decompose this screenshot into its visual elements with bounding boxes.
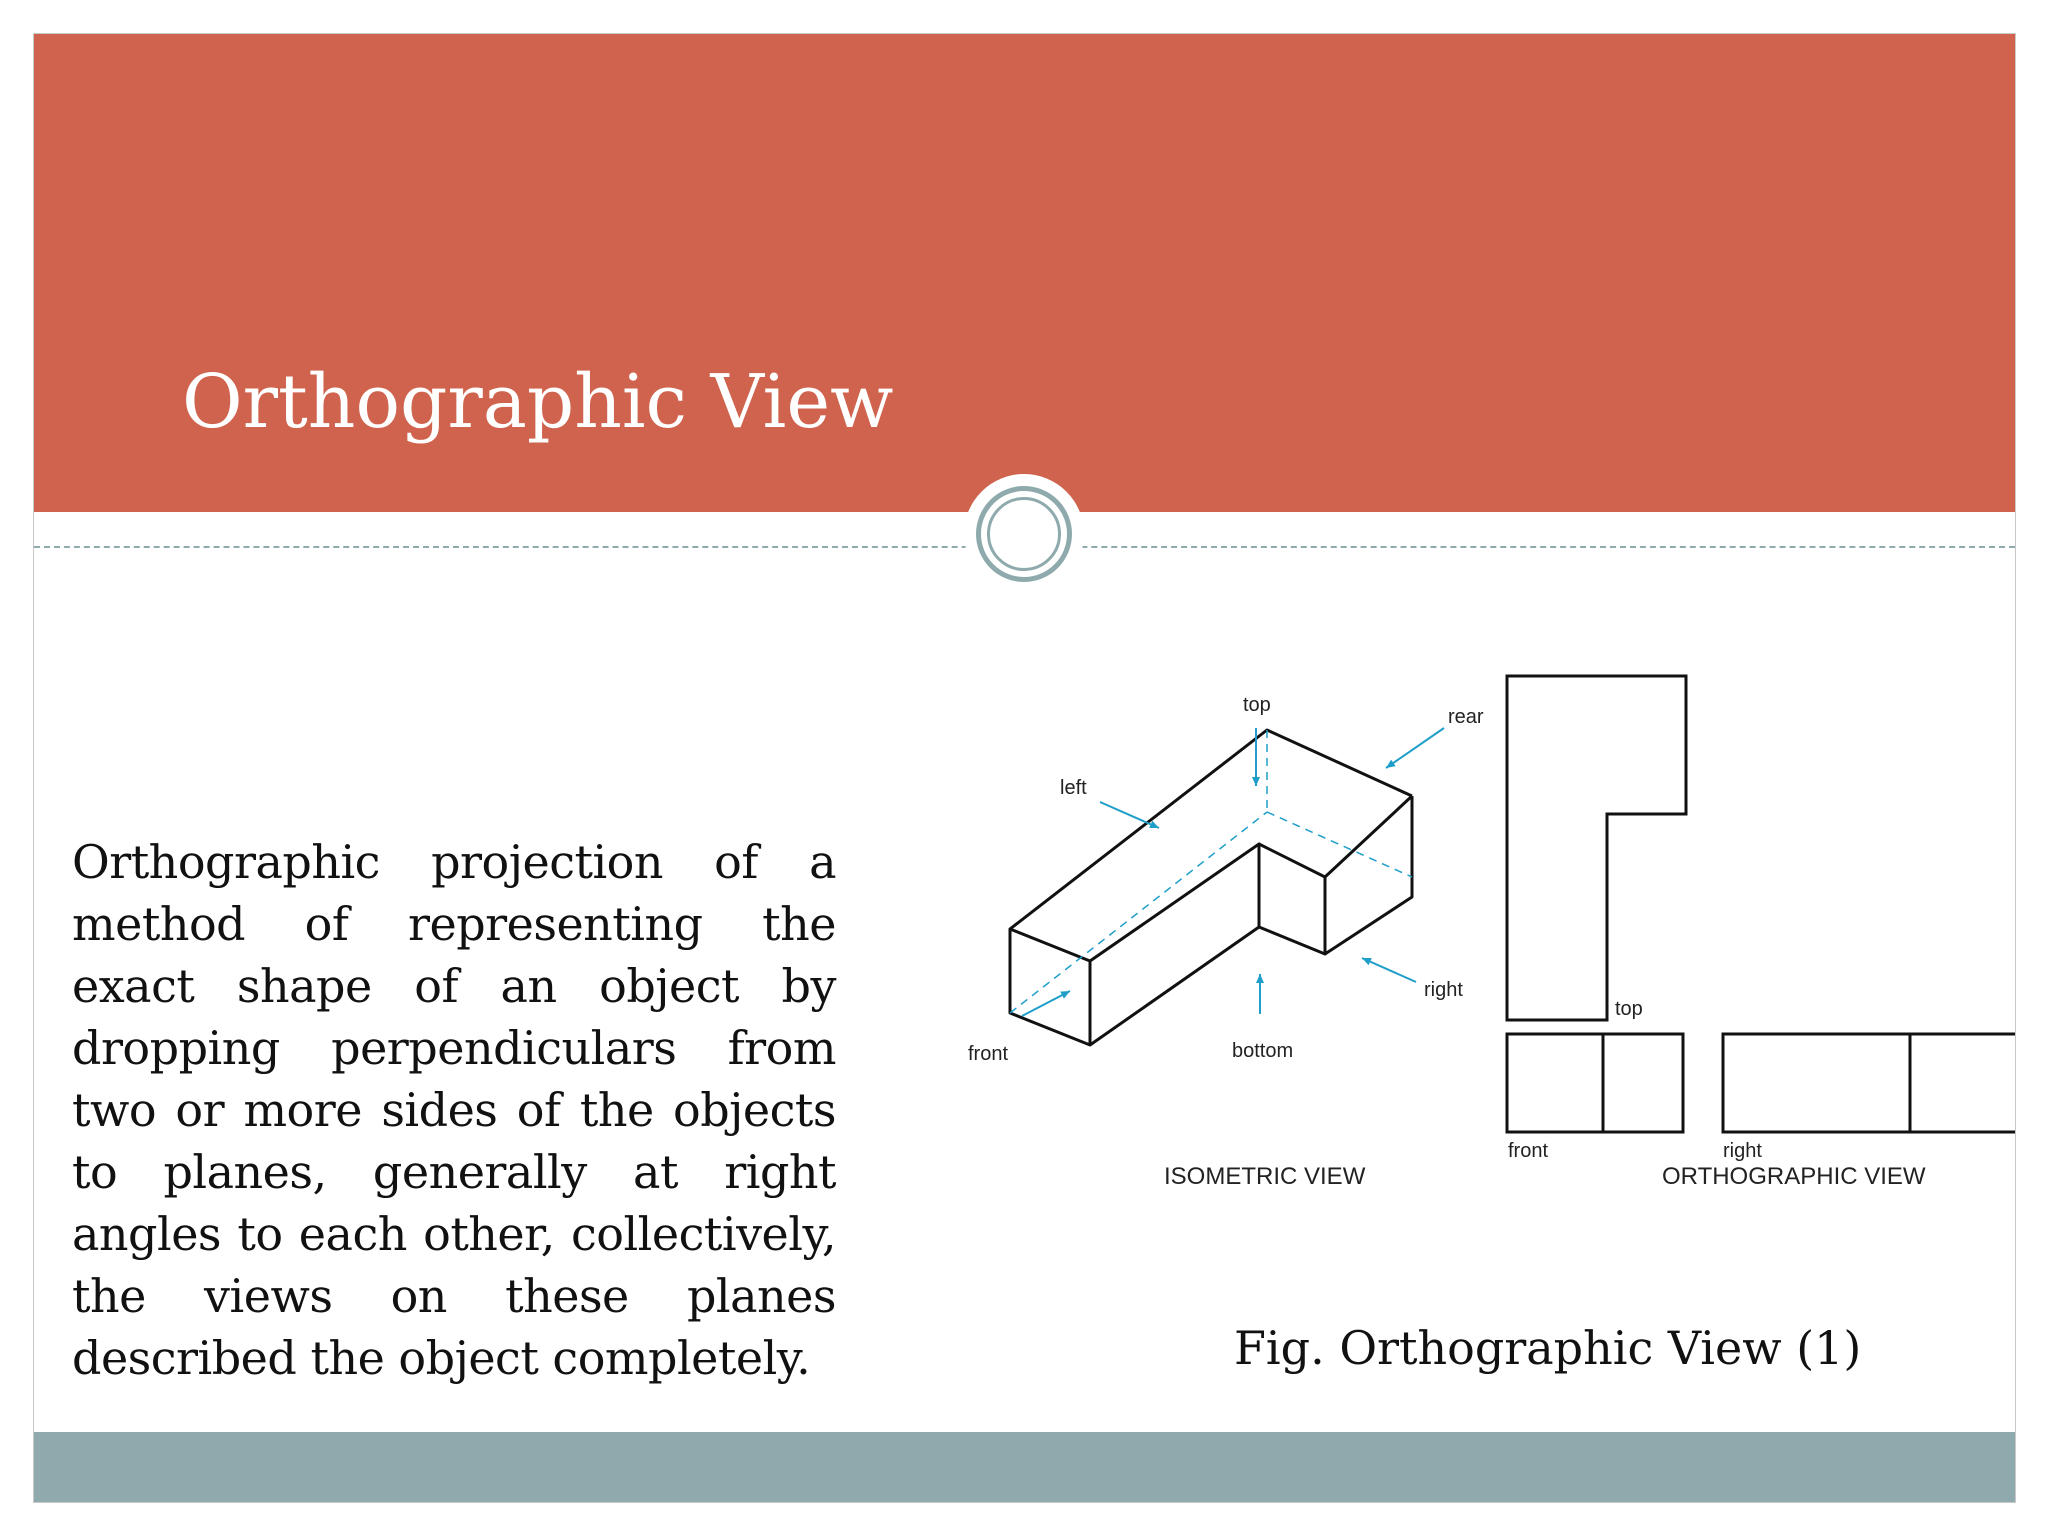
arrow-left (1099, 801, 1160, 829)
label-rear: rear (1448, 706, 1484, 728)
iso-front-face (1008, 927, 1092, 1047)
slide: Orthographic View Orthographic projectio… (33, 33, 2016, 1503)
iso-arrows (1021, 727, 1445, 1017)
arrow-rear (1385, 727, 1445, 769)
footer-band (34, 1432, 2015, 1502)
ortho-front-view (1505, 1032, 1685, 1134)
slide-title: Orthographic View (182, 359, 894, 445)
hidden-line-1 (1009, 811, 1268, 1014)
ortho-label-top: top (1615, 998, 1643, 1020)
arrow-right (1361, 957, 1417, 983)
iso-right-face (1324, 796, 1414, 956)
iso-top-edge (1009, 728, 1413, 931)
label-left: left (1060, 777, 1087, 799)
iso-long-side (1089, 842, 1261, 1047)
hidden-line-2 (1266, 811, 1413, 878)
arrow-front (1021, 990, 1071, 1017)
iso-hidden-lines (1009, 730, 1413, 1014)
iso-step-face (1258, 877, 1327, 956)
ortho-top-view (1505, 674, 1688, 1022)
isometric-view-heading: ISOMETRIC VIEW (1164, 1163, 1366, 1190)
orthographic-figure: top rear left right front bottom ISOMETR… (934, 634, 2015, 1254)
ortho-right-view (1721, 1032, 2015, 1134)
header-band: Orthographic View (34, 34, 2015, 512)
label-top: top (1243, 694, 1271, 716)
ortho-label-front: front (1508, 1140, 1548, 1162)
orthographic-view-heading: ORTHOGRAPHIC VIEW (1662, 1163, 1926, 1190)
ornament-inner-ring (987, 497, 1061, 571)
label-bottom: bottom (1232, 1040, 1293, 1062)
ortho-views (1505, 674, 2015, 1134)
label-right: right (1424, 979, 1463, 1001)
circle-ornament-icon (964, 474, 1084, 594)
ornament-outer-ring (976, 486, 1072, 582)
body-paragraph: Orthographic projection of a method of r… (72, 835, 837, 1385)
label-front: front (968, 1043, 1008, 1065)
figure-caption: Fig. Orthographic View (1) (1234, 1321, 1862, 1375)
figure-drawing: top rear left right front bottom ISOMETR… (968, 674, 2015, 1190)
iso-step-top (1258, 794, 1414, 879)
ortho-label-right: right (1723, 1140, 1762, 1162)
